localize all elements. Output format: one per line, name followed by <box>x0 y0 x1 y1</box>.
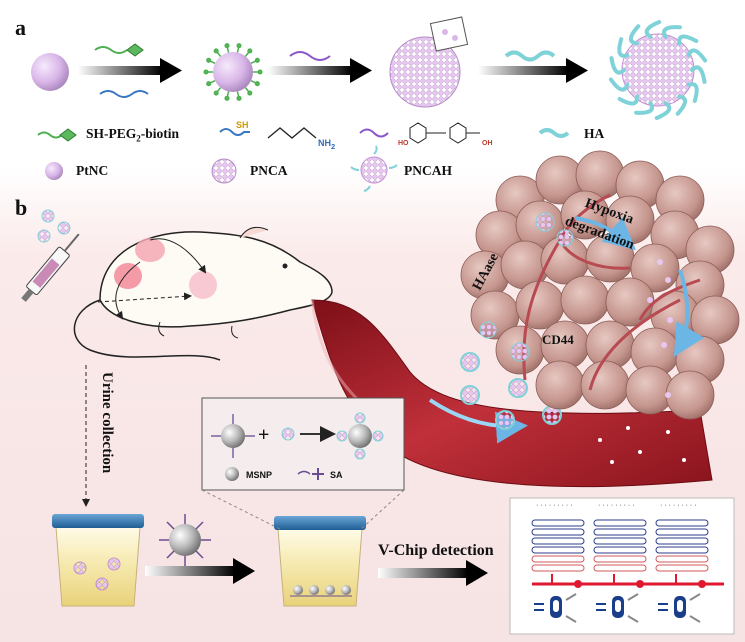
arrow-3 <box>478 66 568 75</box>
legend-sh: SH <box>236 120 249 130</box>
legend-glyphs <box>37 122 570 192</box>
arrow-cup <box>145 566 235 576</box>
legend-biotin: SH-PEG2-biotin <box>86 126 180 144</box>
legend-ptnc: PtNC <box>76 163 109 178</box>
vessel-particles <box>460 352 686 464</box>
panel-label-a: a <box>15 15 26 40</box>
reaction-inset <box>201 397 405 531</box>
inset-msnp: MSNP <box>246 470 273 480</box>
legend-pncah: PNCAH <box>404 163 452 178</box>
label-vchip: V-Chip detection <box>378 542 494 559</box>
label-cd44: CD44 <box>542 332 574 347</box>
ptnc-particle <box>31 53 69 91</box>
azo-linker-reagent <box>289 51 331 61</box>
chip-header-3: · · · · · · · · · <box>660 502 697 509</box>
legend-nh2: NH2 <box>318 138 336 151</box>
injected-particles <box>37 209 71 243</box>
peg-coated-ptnc <box>203 43 263 101</box>
arrow-1 <box>78 66 162 75</box>
thiol-linker-reagent <box>99 90 149 98</box>
peg-biotin-reagent <box>94 43 144 57</box>
urine-cup-2 <box>274 516 366 607</box>
chip-header-2: · · · · · · · · · <box>598 502 635 509</box>
label-urine-collection: Urine collection <box>99 372 115 474</box>
urine-cup-1 <box>52 514 144 607</box>
arrow-2 <box>268 66 352 75</box>
tumor-particles <box>479 212 673 398</box>
syringe <box>21 233 80 302</box>
ha-reagent <box>504 50 556 62</box>
degradation-arrows <box>574 216 705 357</box>
panel-label-b: b <box>15 195 28 220</box>
legend-ho: HO <box>398 140 409 147</box>
legend-pnca: PNCA <box>250 163 288 178</box>
msnp-reagent <box>159 514 211 566</box>
arrow-chip <box>378 568 468 578</box>
v-chip <box>509 497 735 635</box>
chip-header-1: · · · · · · · · · <box>536 502 573 509</box>
pncah-assembly <box>608 20 708 120</box>
panel-a-row <box>31 16 708 120</box>
inset-plus: + <box>258 424 270 446</box>
legend-cooh: OH <box>482 140 493 147</box>
inset-sa: SA <box>330 470 343 480</box>
tumor-vessels <box>522 193 701 391</box>
pnca-assembly <box>389 16 469 108</box>
tumor-mass <box>460 150 740 420</box>
mouse <box>73 226 333 361</box>
legend-ha: HA <box>584 126 605 141</box>
